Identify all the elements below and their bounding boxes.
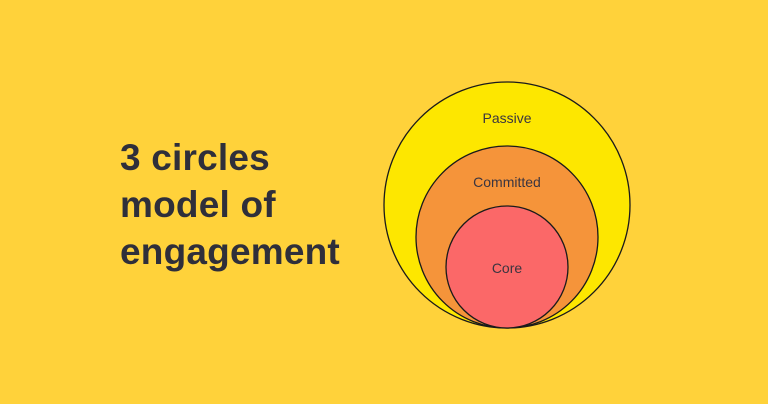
headline-line-3: engagement bbox=[120, 231, 340, 272]
headline: 3 circles model of engagement bbox=[120, 134, 340, 275]
headline-line-2: model of bbox=[120, 184, 276, 225]
passive-label: Passive bbox=[482, 110, 531, 126]
committed-label: Committed bbox=[473, 174, 541, 190]
core-label: Core bbox=[492, 260, 523, 276]
headline-line-1: 3 circles bbox=[120, 137, 270, 178]
core-circle bbox=[445, 205, 569, 329]
